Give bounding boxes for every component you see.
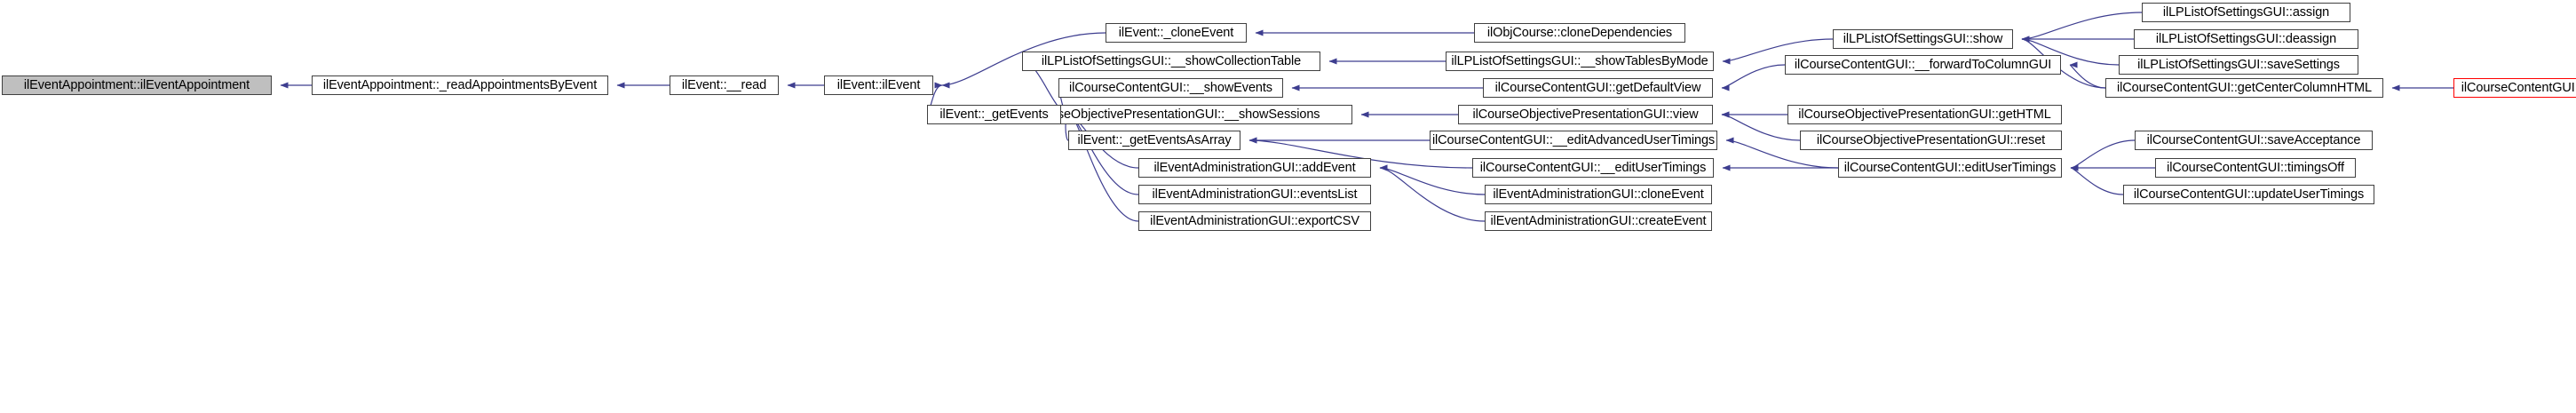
graph-node-label: ilEventAdministrationGUI::addEvent [1153,160,1356,175]
graph-node-label: ilCourseContentGUI::getDefaultView [1494,80,1701,95]
graph-edge [2070,139,2136,171]
graph-node-label: ilObjCourse::cloneDependencies [1486,25,1673,40]
graph-node[interactable]: ilCourseContentGUI::__showEvents [1058,78,1283,98]
graph-edge [2070,164,2124,195]
graph-node[interactable]: ilLPListOfSettingsGUI::show [1833,29,2013,49]
graph-edge [1379,164,1486,195]
graph-node[interactable]: ilEvent::_getEventsAsArray [1068,131,1240,150]
graph-node[interactable]: ilLPListOfSettingsGUI::assign [2142,3,2350,22]
graph-node-label: ilCourseContentGUI::saveAcceptance [2146,132,2361,147]
graph-node-label: ilCourseContentGUI::updateUserTimings [2133,187,2365,202]
graph-node[interactable]: ilCourseContentGUI::updateUserTimings [2123,185,2374,204]
graph-node-label: ilLPListOfSettingsGUI::saveSettings [2137,57,2340,72]
graph-node-label: ilEventAdministrationGUI::eventsList [1152,187,1358,202]
graph-node[interactable]: ilEventAdministrationGUI::eventsList [1138,185,1371,204]
graph-node[interactable]: ilEventAppointment::_readAppointmentsByE… [312,75,608,95]
graph-node-label: ilLPListOfSettingsGUI::show [1843,31,2003,46]
graph-node-label: ilEventAppointment::_readAppointmentsByE… [322,77,598,92]
graph-node-label: ilCourseContentGUI::editUserTimings [1843,160,2057,175]
graph-node-label: ilCourseContentGUI::getCenterColumnHTML [2116,80,2373,95]
graph-node[interactable]: ilCourseContentGUI::__editUserTimings [1472,158,1714,178]
graph-edge [1721,64,1786,91]
graph-node-label: ilCourseObjectivePresentationGUI::view [1472,107,1699,122]
graph-node-label: ilCourseContentGUI::timingsOff [2167,160,2344,175]
graph-node-label: ilCourseContentGUI::__editUserTimings [1479,160,1707,175]
graph-node[interactable]: ilLPListOfSettingsGUI::saveSettings [2119,55,2358,75]
graph-node[interactable]: ilEventAppointment::ilEventAppointment [2,75,272,95]
graph-node[interactable]: ilEvent::_cloneEvent [1106,23,1247,43]
graph-node[interactable]: ilCourseContentGUI::__forwardToColumnGUI [1785,55,2061,75]
graph-node[interactable]: ilEventAdministrationGUI::exportCSV [1138,211,1371,231]
graph-node-label: ilCourseContentGUI::__showEvents [1069,80,1272,95]
graph-node-label: ilEvent::_getEvents [939,107,1049,122]
graph-node-label: ilCourseObjectivePresentationGUI::__show… [1024,107,1320,122]
graph-edge [2069,61,2106,89]
graph-node-label: ilLPListOfSettingsGUI::assign [2162,4,2330,20]
graph-node[interactable]: ilCourseContentGUI::getDefaultView [1483,78,1713,98]
graph-node[interactable]: ilLPListOfSettingsGUI::deassign [2134,29,2358,49]
graph-node-label: ilCourseObjectivePresentationGUI::getHTM… [1798,107,2051,122]
graph-node-label: ilEventAppointment::ilEventAppointment [23,77,250,92]
graph-node-label: ilEventAdministrationGUI::exportCSV [1150,213,1359,228]
graph-node-label: ilCourseContentGUI::__editAdvancedUserTi… [1431,132,1716,147]
graph-node-label: ilLPListOfSettingsGUI::__showTablesByMod… [1451,53,1708,68]
graph-node[interactable]: ilCourseContentGUI::saveAcceptance [2135,131,2373,150]
graph-node-label: ilCourseObjectivePresentationGUI::reset [1816,132,2046,147]
graph-node[interactable]: ilEvent::__read [670,75,779,95]
graph-node-label: ilLPListOfSettingsGUI::deassign [2155,31,2337,46]
graph-node[interactable]: ilEventAdministrationGUI::cloneEvent [1485,185,1712,204]
graph-node[interactable]: ilCourseContentGUI::editUserTimings [1838,158,2062,178]
graph-node-label: ilLPListOfSettingsGUI::__showCollectionT… [1041,53,1302,68]
graph-node[interactable]: ilEvent::_getEvents [927,105,1061,124]
graph-edge [1069,111,1139,195]
graph-node[interactable]: ilLPListOfSettingsGUI::__showTablesByMod… [1446,52,1714,71]
graph-node[interactable]: ilCourseContentGUI::timingsOff [2155,158,2356,178]
graph-node-label: ilCourseContentGUI::view [2461,80,2576,95]
graph-node[interactable]: ilEventAdministrationGUI::addEvent [1138,158,1371,178]
graph-node-label: ilEvent::__read [681,77,767,92]
graph-node[interactable]: ilCourseObjectivePresentationGUI::view [1458,105,1713,124]
graph-node[interactable]: ilEvent::ilEvent [824,75,933,95]
graph-node-label: ilEventAdministrationGUI::cloneEvent [1493,187,1704,202]
graph-node[interactable]: ilCourseObjectivePresentationGUI::getHTM… [1787,105,2062,124]
graph-node-label: ilEvent::_getEventsAsArray [1077,132,1232,147]
graph-node[interactable]: ilCourseContentGUI::__editAdvancedUserTi… [1430,131,1717,150]
graph-node[interactable]: ilCourseContentGUI::getCenterColumnHTML [2105,78,2383,98]
graph-node[interactable]: ilObjCourse::cloneDependencies [1474,23,1685,43]
graph-node-label: ilEventAdministrationGUI::createEvent [1490,213,1707,228]
graph-edge [2021,12,2143,43]
graph-edge [1379,164,1486,222]
graph-node[interactable]: ilEventAdministrationGUI::createEvent [1485,211,1712,231]
graph-node-label: ilEvent::ilEvent [836,77,921,92]
graph-node[interactable]: ilCourseObjectivePresentationGUI::reset [1800,131,2062,150]
graph-node[interactable]: ilCourseContentGUI::view [2453,78,2576,98]
graph-node-label: ilCourseContentGUI::__forwardToColumnGUI [1794,57,2052,72]
graph-node-label: ilEvent::_cloneEvent [1118,25,1234,40]
graph-node[interactable]: ilLPListOfSettingsGUI::__showCollectionT… [1022,52,1320,71]
